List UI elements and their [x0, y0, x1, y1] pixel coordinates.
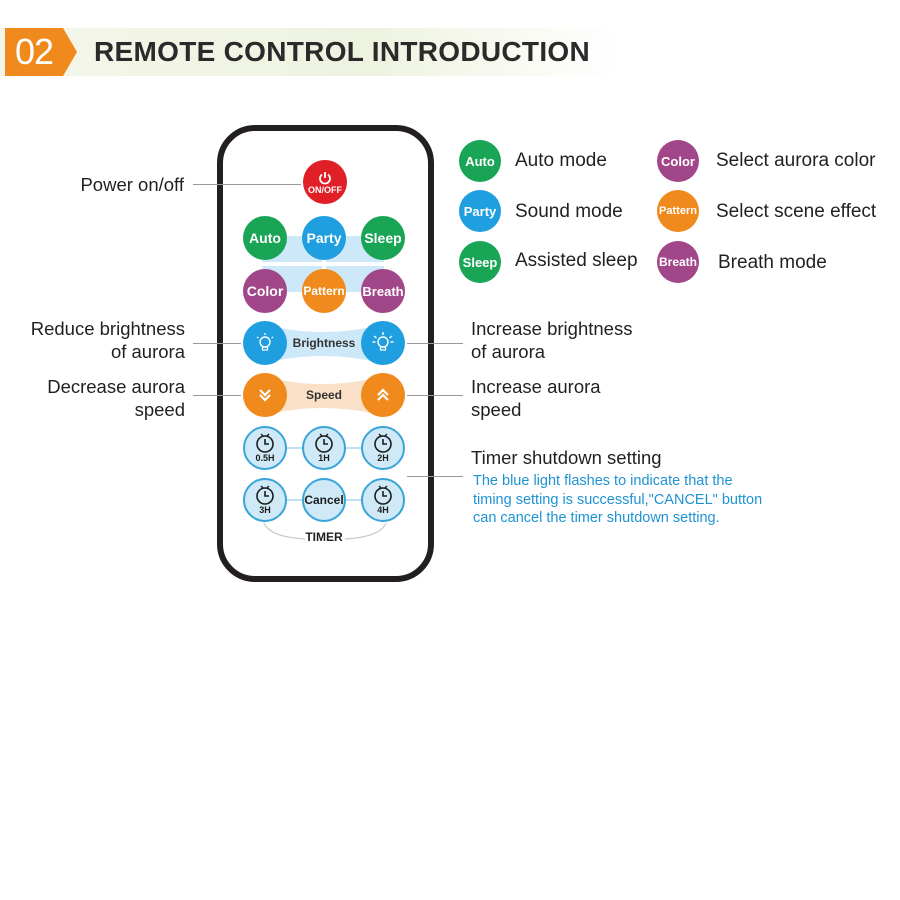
- legend-sleep-label: Sleep: [462, 254, 498, 270]
- speed-up-button[interactable]: [361, 373, 405, 417]
- speed-label: Speed: [305, 388, 342, 402]
- leader-line: [407, 476, 463, 477]
- timer-4h-button[interactable]: 4H: [361, 478, 405, 522]
- annotation-line: Increase aurora: [471, 376, 601, 397]
- note-line: timing setting is successful,"CANCEL" bu…: [473, 491, 763, 508]
- section-number-arrow: [5, 28, 77, 76]
- auto-button-label: Auto: [249, 230, 281, 246]
- bulb-icon: [372, 332, 394, 351]
- breath-button[interactable]: Breath: [361, 269, 405, 313]
- annotation-line: Increase brightness: [471, 318, 633, 339]
- legend-party-text: Sound mode: [515, 201, 623, 222]
- sleep-button[interactable]: Sleep: [361, 216, 405, 260]
- party-button-label: Party: [306, 230, 342, 246]
- timer-annotation: Timer shutdown setting: [471, 447, 662, 468]
- clock-icon: [374, 433, 392, 453]
- color-button-label: Color: [246, 283, 284, 299]
- timer-cancel-button[interactable]: Cancel: [302, 478, 346, 522]
- clock-icon: [256, 485, 274, 505]
- timer-note: The blue light flashes to indicate that …: [473, 472, 762, 528]
- pattern-button[interactable]: Pattern: [302, 269, 346, 313]
- increase-speed-annotation: Increase aurora speed: [471, 375, 601, 421]
- section-number: 02: [14, 31, 54, 72]
- brightness-label: Brightness: [292, 336, 356, 350]
- timer-arc: [263, 522, 387, 540]
- timer-2h-button[interactable]: 2H: [361, 426, 405, 470]
- legend-pattern-button: Pattern: [657, 190, 699, 232]
- legend-auto-label: Auto: [465, 153, 495, 169]
- legend-auto-text: Auto mode: [515, 150, 607, 171]
- clock-icon: [315, 433, 333, 453]
- legend-color-text: Select aurora color: [716, 150, 876, 171]
- mode-grid-divider: [262, 262, 384, 266]
- timer-connector: [346, 499, 362, 501]
- bulb-icon: [256, 333, 274, 351]
- legend-sleep-text: Assisted sleep: [515, 250, 638, 271]
- timer-0-5h-button[interactable]: 0.5H: [243, 426, 287, 470]
- brightness-down-button[interactable]: [243, 321, 287, 365]
- pattern-button-label: Pattern: [303, 284, 345, 298]
- timer-4h-label: 4H: [377, 505, 389, 515]
- timer-1h-button[interactable]: 1H: [302, 426, 346, 470]
- legend-pattern-text: Select scene effect: [716, 201, 877, 222]
- chevron-up-icon: [377, 388, 389, 401]
- note-line: can cancel the timer shutdown setting.: [473, 510, 720, 526]
- power-annotation: Power on/off: [80, 174, 184, 195]
- power-icon: [319, 172, 331, 185]
- speed-down-button[interactable]: [243, 373, 287, 417]
- auto-button[interactable]: Auto: [243, 216, 287, 260]
- clock-icon: [256, 433, 274, 453]
- legend-breath-text: Breath mode: [718, 252, 827, 273]
- timer-1h-label: 1H: [318, 453, 330, 463]
- brightness-band: [262, 324, 384, 364]
- page-title: REMOTE CONTROL INTRODUCTION: [94, 36, 591, 67]
- leader-line: [407, 395, 463, 396]
- annotation-line: of aurora: [471, 341, 546, 362]
- legend-party-label: Party: [463, 203, 497, 219]
- legend-breath-label: Breath: [658, 255, 697, 269]
- annotation-line: speed: [471, 399, 522, 420]
- timer-connector: [287, 499, 303, 501]
- legend-sleep-button: Sleep: [459, 241, 501, 283]
- annotation-line: of aurora: [110, 341, 185, 362]
- leader-line: [193, 343, 241, 344]
- timer-connector: [287, 447, 303, 449]
- timer-connector: [346, 447, 362, 449]
- timer-3h-label: 3H: [259, 505, 271, 515]
- legend-breath-button: Breath: [657, 241, 699, 283]
- timer-2h-label: 2H: [377, 453, 389, 463]
- leader-line: [193, 184, 301, 185]
- annotation-line: speed: [134, 399, 185, 420]
- color-button[interactable]: Color: [243, 269, 287, 313]
- power-button-label: ON/OFF: [308, 185, 342, 195]
- breath-button-label: Breath: [362, 283, 404, 299]
- leader-line: [407, 343, 463, 344]
- leader-line: [193, 395, 241, 396]
- legend-color-button: Color: [657, 140, 699, 182]
- power-button[interactable]: ON/OFF: [303, 160, 347, 204]
- header-band: [0, 28, 620, 76]
- reduce-brightness-annotation: Reduce brightness of aurora: [0, 317, 185, 363]
- annotation-line: Reduce brightness: [30, 318, 185, 339]
- sleep-button-label: Sleep: [364, 230, 402, 246]
- timer-label: TIMER: [305, 530, 343, 544]
- brightness-up-button[interactable]: [361, 321, 405, 365]
- legend-pattern-label: Pattern: [659, 205, 697, 217]
- timer-0-5h-label: 0.5H: [255, 453, 275, 463]
- chevron-down-icon: [259, 389, 271, 402]
- party-button[interactable]: Party: [302, 216, 346, 260]
- legend-auto-button: Auto: [459, 140, 501, 182]
- decrease-speed-annotation: Decrease aurora speed: [0, 375, 185, 421]
- clock-icon: [374, 485, 392, 505]
- increase-brightness-annotation: Increase brightness of aurora: [471, 317, 632, 363]
- legend-color-label: Color: [661, 153, 695, 169]
- legend-party-button: Party: [459, 190, 501, 232]
- speed-band: [262, 376, 384, 416]
- annotation-line: Decrease aurora: [47, 376, 185, 397]
- timer-3h-button[interactable]: 3H: [243, 478, 287, 522]
- note-line: The blue light flashes to indicate that …: [473, 473, 733, 489]
- timer-cancel-label: Cancel: [304, 493, 344, 507]
